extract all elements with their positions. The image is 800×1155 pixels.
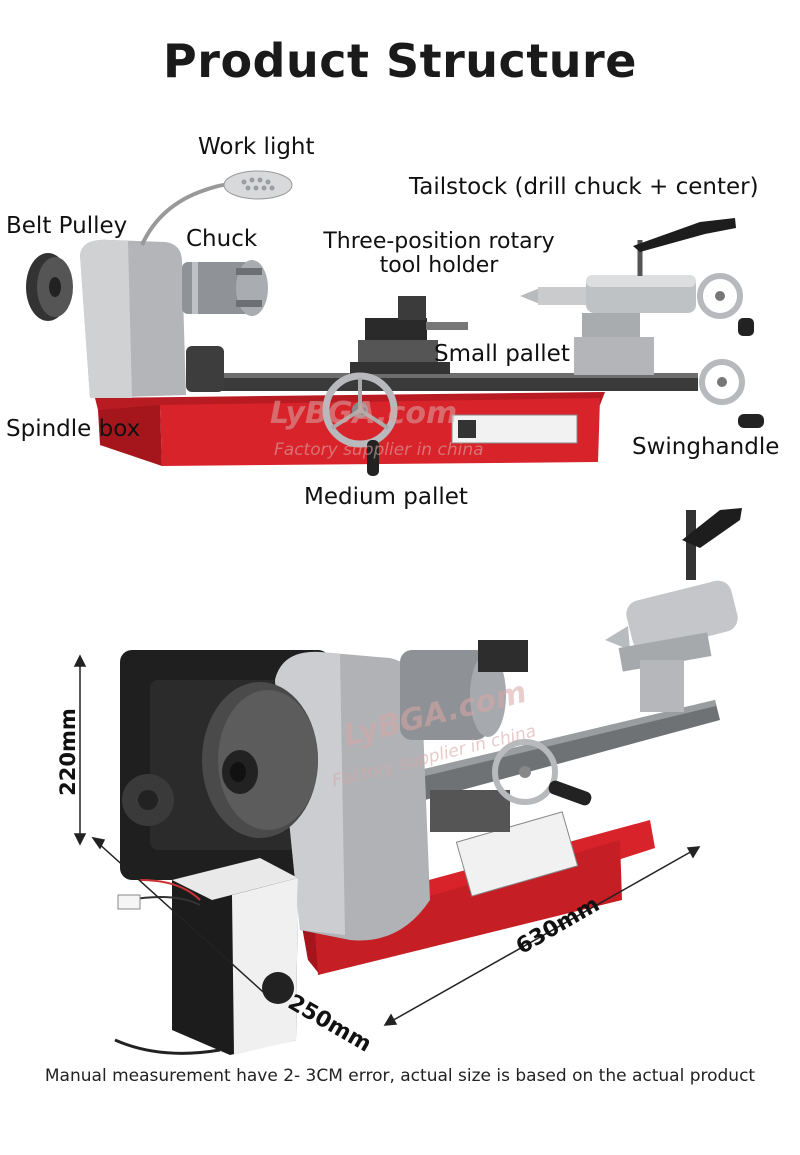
small-pallet-shape <box>358 340 438 362</box>
label-tool-holder-line2: tool holder <box>379 253 499 278</box>
lathe-structure-illustration <box>26 170 764 476</box>
belt-pulley-lower <box>202 682 318 838</box>
label-belt-pulley: Belt Pulley <box>6 213 128 239</box>
label-medium-pallet: Medium pallet <box>304 484 468 510</box>
label-chuck: Chuck <box>186 226 258 252</box>
swinghandle-shape <box>699 359 745 405</box>
speed-controller <box>172 858 298 1055</box>
label-tailstock: Tailstock (drill chuck + center) <box>409 174 759 200</box>
carriage-handwheel-lower <box>492 739 558 805</box>
tailstock-center <box>520 288 540 304</box>
lathe-base-lower <box>300 820 655 960</box>
spec-plate <box>451 414 578 444</box>
label-swinghandle: Swinghandle <box>632 434 780 460</box>
label-tool-holder-line1: Three-position rotary <box>323 229 555 254</box>
dimension-length: 630mm <box>512 892 604 960</box>
tool-holder-shape <box>365 318 427 340</box>
spec-plate-lower <box>455 811 579 897</box>
label-spindle-box: Spindle box <box>6 416 141 442</box>
tailstock-lever <box>633 218 736 252</box>
label-small-pallet: Small pallet <box>434 341 570 367</box>
dimension-width: 250mm <box>283 990 376 1058</box>
watermark-tagline-top: Factory supplier in china <box>274 440 484 460</box>
motor-housing <box>120 650 330 880</box>
measurement-note: Manual measurement have 2- 3CM error, ac… <box>44 1066 756 1086</box>
work-light-head <box>223 170 293 200</box>
watermark-brand-top: LyBGA.com <box>270 396 458 431</box>
chuck-shape <box>182 262 252 314</box>
spindle-box-lower <box>275 651 430 941</box>
dimension-height: 220mm <box>56 708 80 796</box>
tailstock-center-lower <box>605 626 630 650</box>
carriage-handwheel <box>322 372 398 448</box>
label-work-light: Work light <box>198 134 315 160</box>
tailstock-lower <box>626 580 738 652</box>
page-title: Product Structure <box>163 34 637 88</box>
label-tool-holder: Three-position rotary tool holder <box>305 230 573 278</box>
